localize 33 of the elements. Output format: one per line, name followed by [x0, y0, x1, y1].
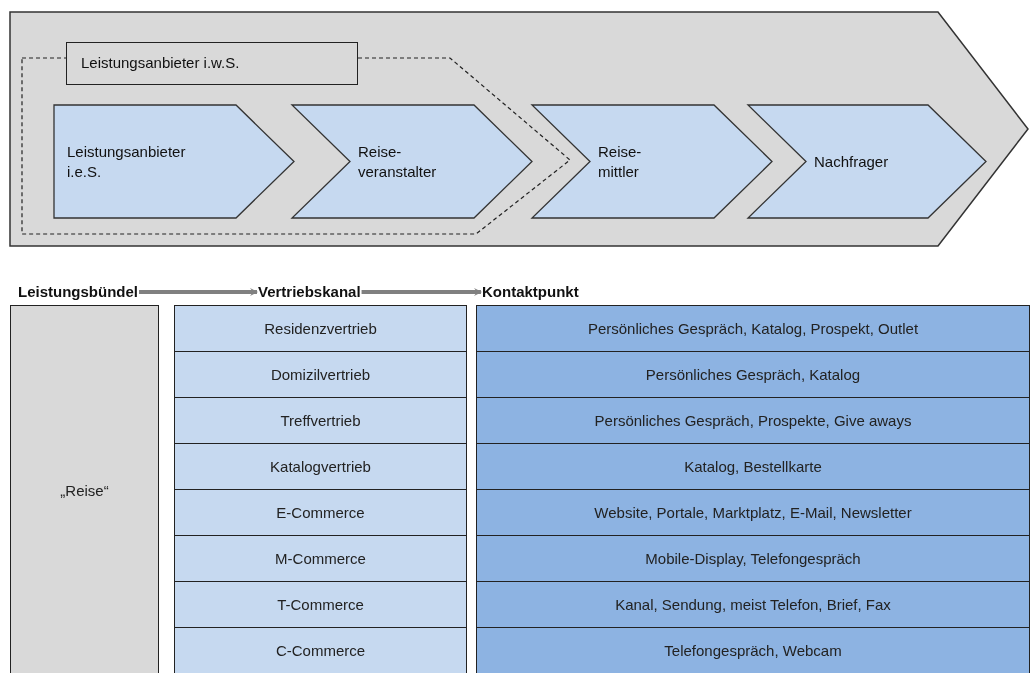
table-cell: Website, Portale, Marktplatz, E-Mail, Newsletter [476, 489, 1030, 537]
table-cell: Telefongespräch, Webcam [476, 627, 1030, 673]
arrow [139, 288, 258, 296]
table-cell: Katalogvertrieb [174, 443, 467, 491]
column-heading: Leistungsbündel [18, 281, 138, 303]
dashed-group [22, 42, 570, 234]
table-cell: Residenzvertrieb [174, 305, 467, 353]
chevron-label: Nachfrager [814, 151, 890, 172]
arrow-band [10, 12, 1028, 246]
table-cell: Treffvertrieb [174, 397, 467, 445]
table-cell: „Reise“ [10, 305, 159, 673]
table-cell: M-Commerce [174, 535, 467, 583]
table-cell: T-Commerce [174, 581, 467, 629]
process-step [532, 105, 772, 218]
table-cell: Persönliches Gespräch, Katalog, Prospekt, Outlet [476, 305, 1030, 353]
chevron-label: Reise- veranstalter [358, 141, 438, 182]
table-cell: E-Commerce [174, 489, 467, 537]
table-cell: Domizilvertrieb [174, 351, 467, 399]
arrow [361, 288, 482, 296]
chevron-label: Leistungsanbieter i.e.S. [67, 141, 187, 182]
process-step [54, 105, 294, 218]
table-cell: Persönliches Gespräch, Katalog [476, 351, 1030, 399]
group-label: Leistungsanbieter i.w.S. [66, 42, 358, 85]
table-cell: Persönliches Gespräch, Prospekte, Give aways [476, 397, 1030, 445]
table-cell: C-Commerce [174, 627, 467, 673]
column-heading: Kontaktpunkt [482, 281, 579, 303]
column-heading: Vertriebskanal [258, 281, 361, 303]
table-cell: Kanal, Sendung, meist Telefon, Brief, Fax [476, 581, 1030, 629]
process-step [292, 105, 532, 218]
table-cell: Katalog, Bestellkarte [476, 443, 1030, 491]
table-cell: Mobile-Display, Telefongespräch [476, 535, 1030, 583]
process-step [748, 105, 986, 218]
chevron-label: Reise- mittler [598, 141, 643, 182]
